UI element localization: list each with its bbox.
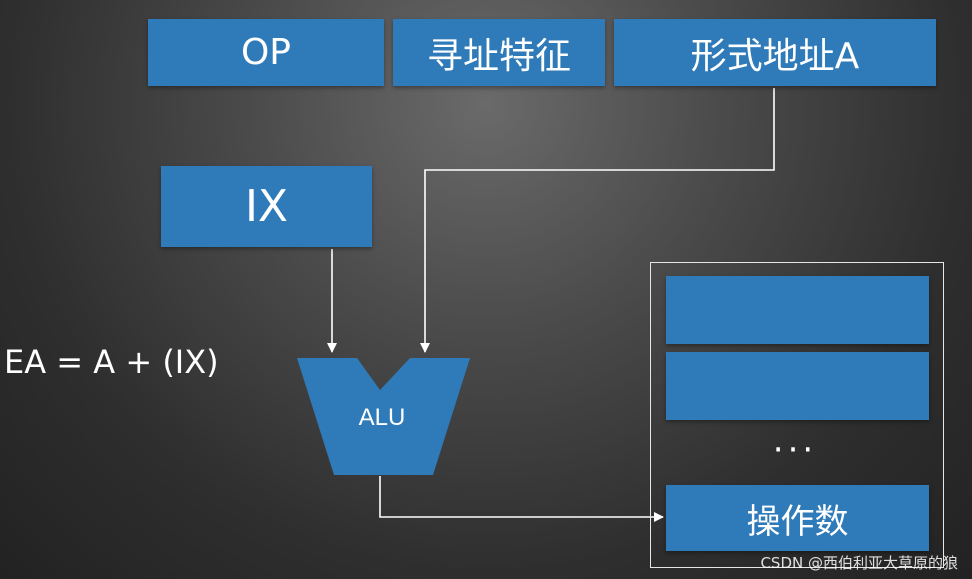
index-register-box: IX [161,166,372,247]
op-field: OP [148,19,384,86]
operand-cell: 操作数 [666,485,929,551]
alu-shape [297,358,470,475]
memory-ellipsis: ··· [772,430,818,470]
memory-cell [666,276,929,344]
arrow-address-to-alu [420,88,775,353]
addressing-mode-field: 寻址特征 [393,19,605,86]
watermark: CSDN @西伯利亚大草原的狼 [760,554,958,572]
arrow-alu-to-operand [379,476,664,522]
formal-address-field: 形式地址A [614,19,936,86]
memory-cell [666,352,929,420]
memory-frame [650,262,944,568]
alu-label: ALU [359,404,406,431]
effective-address-formula: EA = A + (IX) [4,343,219,381]
